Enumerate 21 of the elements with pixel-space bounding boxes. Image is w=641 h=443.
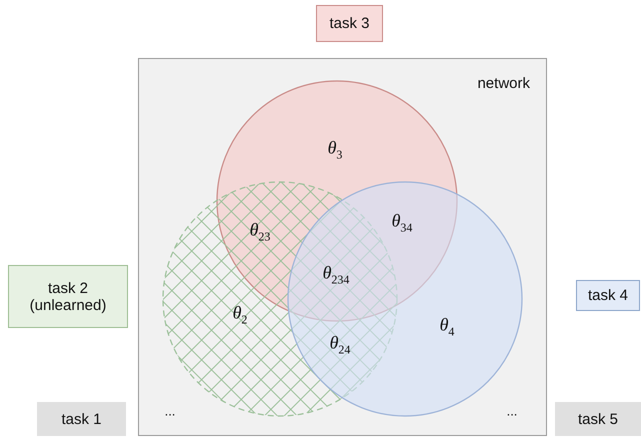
task-box	[316, 5, 383, 42]
parameter-symbol: θ$_{23}$	[250, 220, 270, 244]
panel-title: network	[477, 75, 530, 92]
task-label: task 3	[328, 15, 371, 32]
task-box	[576, 280, 640, 311]
task-box	[555, 402, 641, 436]
parameter-symbol: θ$_{2}$	[232, 302, 248, 328]
task-label: task 2 (unlearned)	[28, 280, 108, 314]
parameter-symbol: θ$_{24}$	[330, 332, 350, 358]
ellipsis: ...	[164, 404, 176, 418]
parameter-symbol: θ$_{234}$	[322, 262, 350, 288]
network-panel	[138, 58, 547, 436]
task-box	[8, 265, 128, 328]
task-box	[37, 402, 126, 436]
task-label: task 4	[586, 287, 630, 304]
parameter-symbol: θ$_{4}$	[440, 314, 454, 340]
parameter-symbol: θ$_{34}$	[392, 210, 412, 236]
parameter-symbol: θ$_{3}$	[328, 138, 342, 162]
task-label: task 1	[60, 410, 103, 428]
ellipsis: ...	[506, 404, 518, 418]
task-label: task 5	[576, 410, 620, 428]
